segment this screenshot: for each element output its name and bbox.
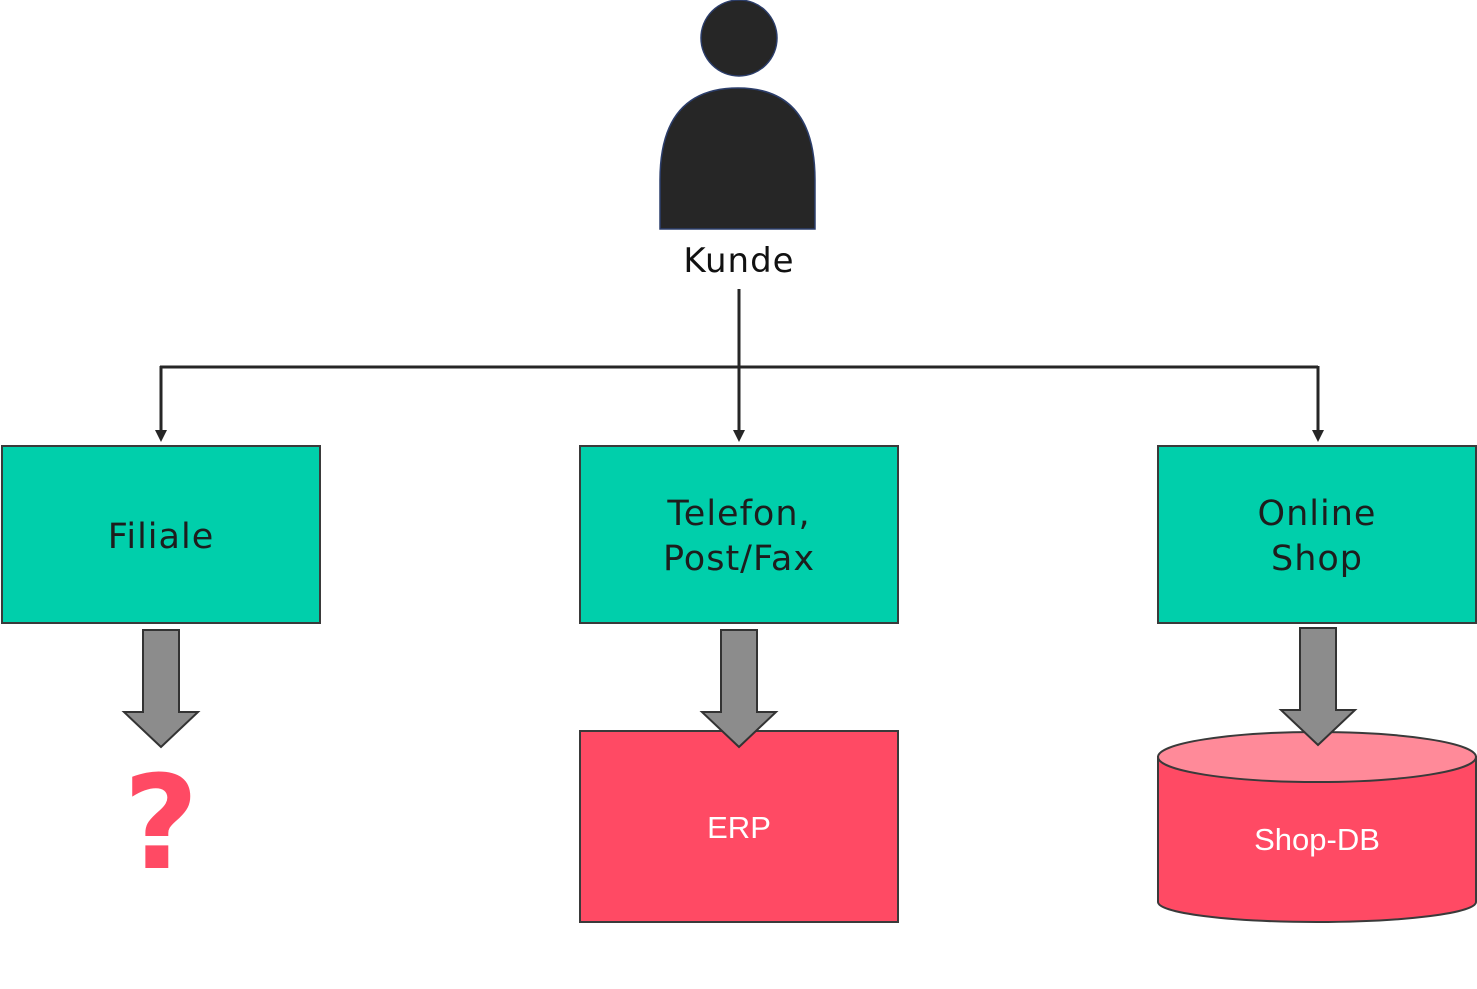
flow-arrow-center [699,629,779,749]
flow-arrow-left [121,629,201,749]
channel-label-line2: Post/Fax [663,539,815,579]
person-icon [659,0,816,230]
question-mark-icon: ? [123,747,198,899]
system-label: Shop-DB [1254,822,1380,857]
channel-label-line2: Shop [1271,539,1363,579]
channel-label: Filiale [108,517,214,557]
channel-online: Online Shop [1157,445,1477,624]
channel-filiale: Filiale [1,445,321,624]
system-erp: ERP [579,730,899,923]
connector-lines [155,289,1324,442]
channel-label-line1: Telefon, [666,494,810,534]
channel-telefon: Telefon, Post/Fax [579,445,899,624]
system-label: ERP [707,810,771,845]
system-shop-db: Shop-DB [1157,731,1477,923]
actor-label: Kunde [683,241,794,281]
flow-arrow-right [1278,627,1358,747]
channel-label-line1: Online [1258,494,1377,534]
